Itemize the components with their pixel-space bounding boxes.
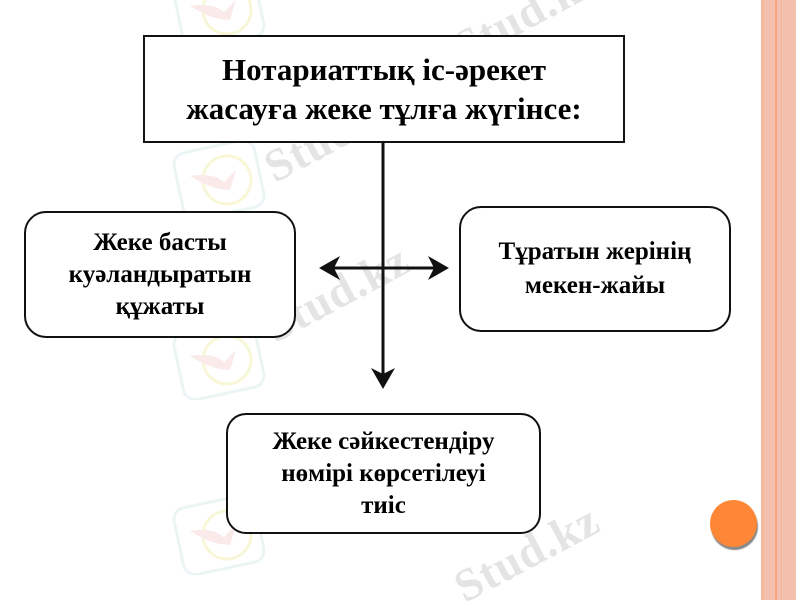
identity-document-box: Жеке басты куәландыратын құжаты: [24, 211, 296, 338]
right-border-line-outer: [761, 0, 764, 600]
connector-arrows: [319, 143, 449, 389]
right-line-2: мекен-жайы: [524, 272, 666, 299]
identification-number-box: Жеке сәйкестендіру нөмірі көрсетілеуі ти…: [226, 413, 541, 534]
right-line-1: Тұратын жерінің: [498, 238, 692, 265]
right-border-line-inner: [775, 0, 777, 600]
title-line-2: жасауға жеке тұлға жүгінсе:: [186, 91, 582, 126]
left-line-1: Жеке басты: [93, 228, 227, 256]
title-line-1: Нотариаттық іс-әрекет: [222, 52, 546, 87]
right-border-line-thin: [781, 0, 782, 600]
left-line-2: куәландыратын: [68, 260, 252, 288]
left-line-3: құжаты: [115, 292, 205, 320]
residence-address-box: Тұратын жерінің мекен-жайы: [459, 206, 731, 332]
bottom-line-1: Жеке сәйкестендіру: [272, 427, 495, 455]
bottom-line-3: тиіс: [361, 491, 406, 519]
right-border-band: [762, 0, 796, 600]
bottom-line-2: нөмірі көрсетілеуі: [281, 459, 486, 487]
orange-circle-icon: [710, 500, 757, 547]
title-box: Нотариаттық іс-әрекет жасауға жеке тұлға…: [143, 35, 625, 143]
